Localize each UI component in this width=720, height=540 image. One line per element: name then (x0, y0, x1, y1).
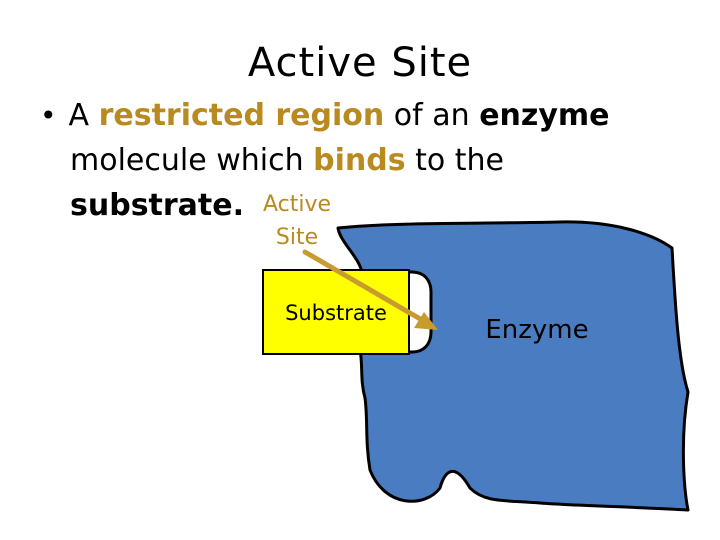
active-site-label-site: Site (276, 225, 318, 250)
slide-title: Active Site (247, 40, 473, 86)
enzyme-label: Enzyme (485, 315, 588, 345)
bullet-line-2: molecule which binds to the (70, 143, 504, 178)
active-site-arrow-head (414, 312, 438, 330)
bullet-mid-text: of an (384, 98, 480, 133)
bullet-dot: • (40, 99, 57, 132)
highlight-binds: binds (313, 143, 406, 178)
emphasis-enzyme: enzyme (479, 98, 610, 133)
line2-prefix: molecule which (70, 143, 314, 178)
bullet-line-3: substrate. (70, 188, 244, 223)
active-site-arrow-shaft (302, 249, 425, 323)
active-site-label-active: Active (263, 192, 331, 217)
bullet-prefix: A (68, 98, 99, 133)
emphasis-substrate: substrate. (70, 188, 245, 223)
substrate-label: Substrate (285, 301, 387, 325)
line2-suffix: to the (405, 143, 505, 178)
enzyme-shape (336, 220, 690, 512)
highlight-restricted-region: restricted region (98, 98, 385, 133)
bullet-line-1: • A restricted region of an enzyme (40, 98, 610, 133)
